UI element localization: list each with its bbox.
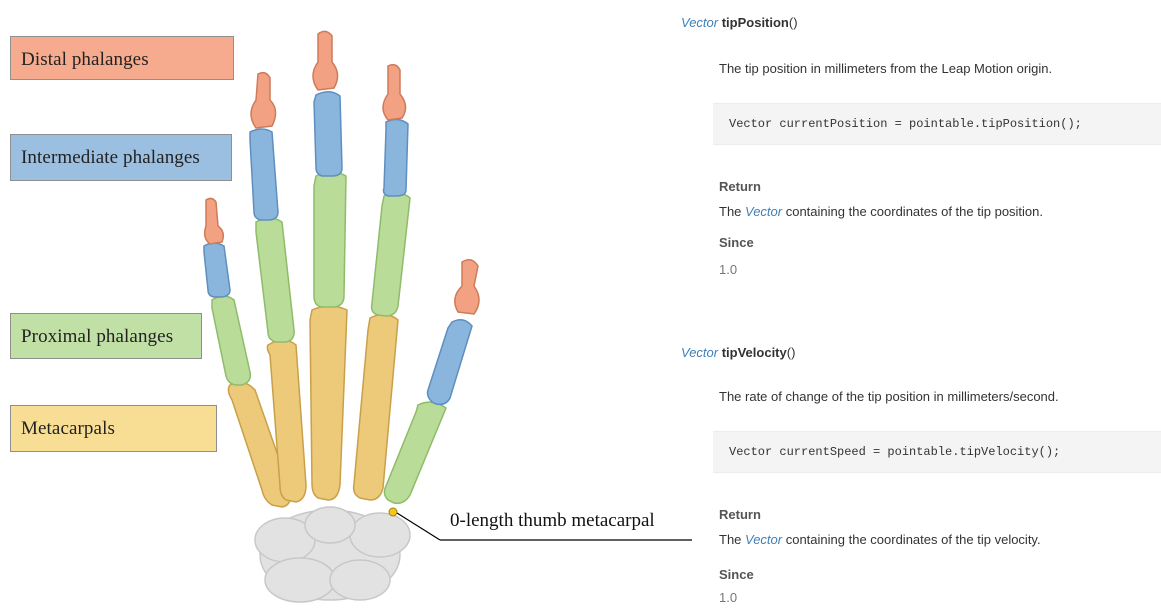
- return-description: The Vector containing the coordinates of…: [719, 532, 1041, 547]
- vector-link[interactable]: Vector: [745, 532, 782, 547]
- method-description: The rate of change of the tip position i…: [719, 389, 1059, 404]
- return-text-prefix: The: [719, 532, 745, 547]
- code-example: Vector currentSpeed = pointable.tipVeloc…: [713, 431, 1161, 473]
- legend-distal-label: Distal phalanges: [21, 49, 149, 70]
- return-description: The Vector containing the coordinates of…: [719, 204, 1043, 219]
- return-type-link[interactable]: Vector: [681, 345, 718, 360]
- method-parens: (): [789, 15, 798, 30]
- return-text-suffix: containing the coordinates of the tip po…: [782, 204, 1043, 219]
- legend-proximal-label: Proximal phalanges: [21, 326, 173, 347]
- since-heading: Since: [719, 235, 754, 250]
- method-signature-tipPosition: Vector tipPosition(): [681, 15, 798, 30]
- return-heading: Return: [719, 179, 761, 194]
- legend-intermediate-label: Intermediate phalanges: [21, 147, 200, 168]
- return-text-suffix: containing the coordinates of the tip ve…: [782, 532, 1040, 547]
- method-parens: (): [787, 345, 796, 360]
- legend-intermediate-phalanges: Intermediate phalanges: [10, 134, 232, 181]
- legend-proximal-phalanges: Proximal phalanges: [10, 313, 202, 359]
- legend-metacarpals: Metacarpals: [10, 405, 217, 452]
- vector-link[interactable]: Vector: [745, 204, 782, 219]
- code-example: Vector currentPosition = pointable.tipPo…: [713, 103, 1161, 145]
- since-version: 1.0: [719, 262, 737, 277]
- method-description: The tip position in millimeters from the…: [719, 61, 1052, 76]
- legend-metacarpals-label: Metacarpals: [21, 418, 115, 439]
- return-text-prefix: The: [719, 204, 745, 219]
- metacarpal-bones: [228, 306, 398, 507]
- method-signature-tipVelocity: Vector tipVelocity(): [681, 345, 795, 360]
- method-name: tipVelocity: [722, 345, 787, 360]
- return-type-link[interactable]: Vector: [681, 15, 718, 30]
- since-version: 1.0: [719, 590, 737, 605]
- method-name: tipPosition: [722, 15, 789, 30]
- legend-distal-phalanges: Distal phalanges: [10, 36, 234, 80]
- thumb-metacarpal-label: 0-length thumb metacarpal: [450, 510, 655, 532]
- return-heading: Return: [719, 507, 761, 522]
- carpal-bones: [255, 507, 410, 602]
- since-heading: Since: [719, 567, 754, 582]
